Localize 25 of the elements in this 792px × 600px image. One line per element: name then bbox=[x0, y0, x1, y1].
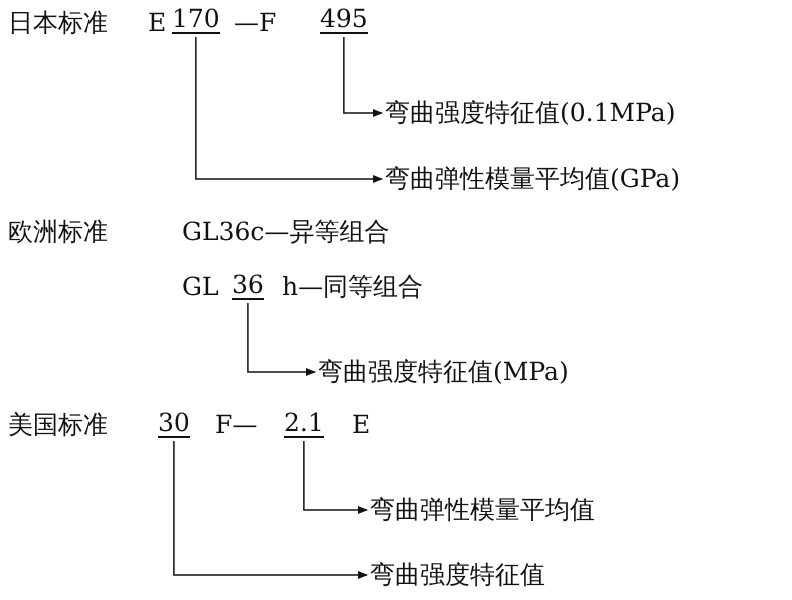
underlined-number: 170 bbox=[172, 6, 220, 34]
underlined-number: 36 bbox=[232, 272, 264, 300]
standard-name: 欧洲标准 bbox=[8, 217, 108, 247]
code-text: —F bbox=[234, 8, 276, 38]
standard-name: 日本标准 bbox=[8, 8, 108, 38]
underlined-number: 2.1 bbox=[284, 410, 324, 438]
standard-name: 美国标准 bbox=[8, 410, 108, 440]
underlined-number: 30 bbox=[158, 410, 190, 438]
description-text: 弯曲弹性模量平均值(GPa) bbox=[385, 164, 680, 194]
leader-arrow bbox=[173, 441, 368, 579]
code-text: GL bbox=[182, 272, 219, 302]
code-text: E bbox=[352, 410, 370, 440]
code-text: F— bbox=[215, 410, 258, 440]
leader-arrow bbox=[247, 303, 316, 376]
description-text: 弯曲强度特征值 bbox=[370, 560, 545, 590]
leader-arrow bbox=[195, 37, 383, 183]
leader-arrow bbox=[303, 441, 368, 514]
leader-arrow bbox=[343, 37, 383, 117]
underlined-number: 495 bbox=[320, 6, 368, 34]
code-text: GL36c—异等组合 bbox=[182, 217, 390, 247]
description-text: 弯曲强度特征值(MPa) bbox=[318, 357, 569, 387]
code-text: h—同等组合 bbox=[282, 272, 424, 302]
code-text: E bbox=[148, 8, 166, 38]
description-text: 弯曲弹性模量平均值 bbox=[370, 495, 595, 525]
description-text: 弯曲强度特征值(0.1MPa) bbox=[385, 98, 676, 128]
